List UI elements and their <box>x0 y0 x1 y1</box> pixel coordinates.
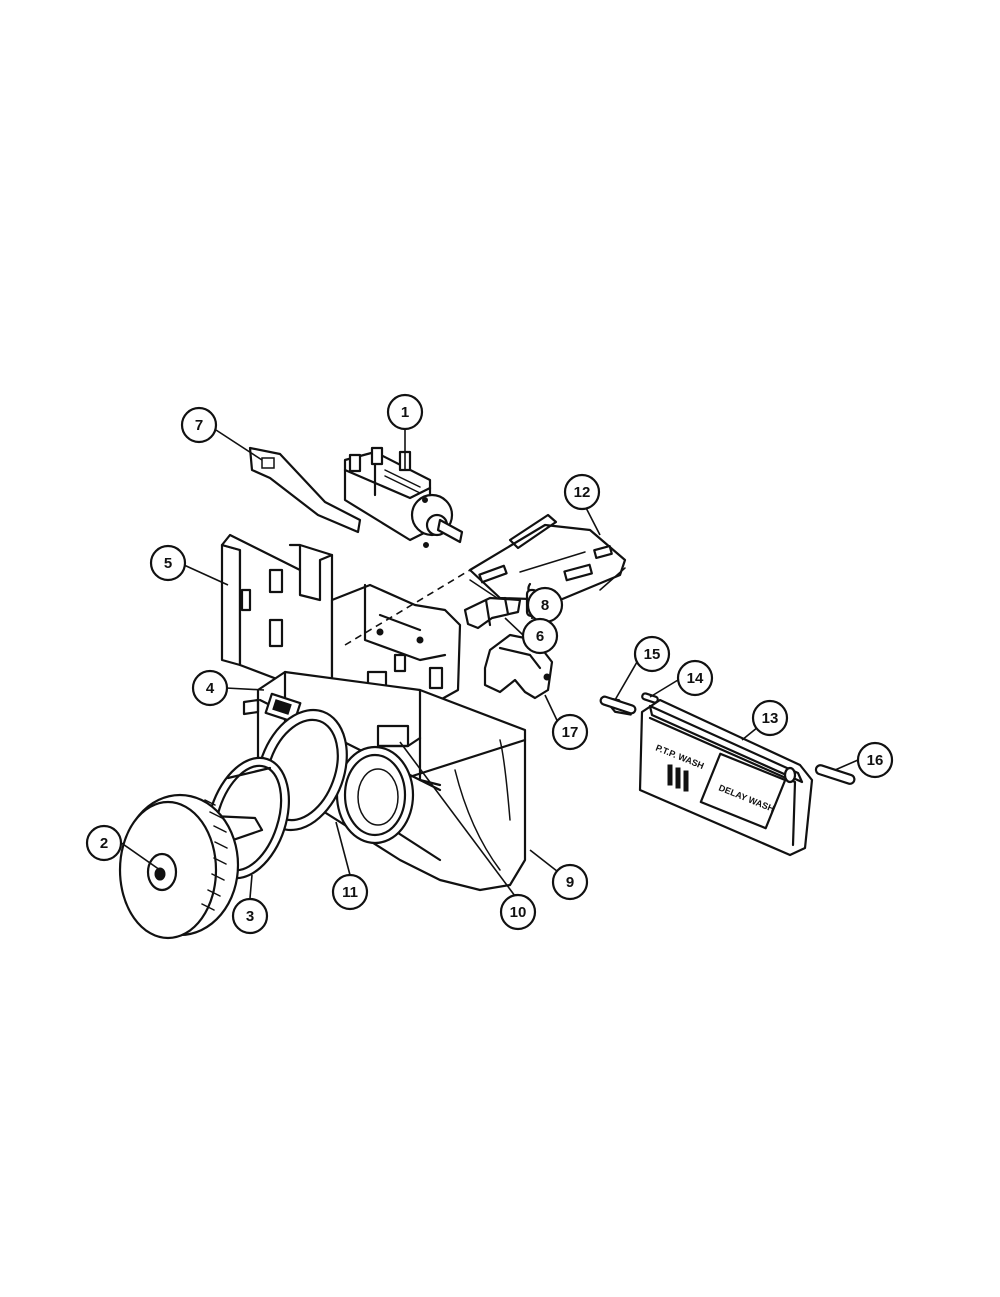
pin-14 <box>641 692 659 704</box>
callout-8: 8 <box>526 586 564 624</box>
callout-5: 5 <box>149 544 187 582</box>
pin-16 <box>814 764 856 785</box>
callout-9: 9 <box>551 863 589 901</box>
callout-17: 17 <box>551 713 589 751</box>
svg-text:6: 6 <box>536 628 544 645</box>
callout-7: 7 <box>180 406 218 444</box>
callout-15: 15 <box>633 635 671 673</box>
callout-10: 10 <box>499 893 537 931</box>
callout-4: 4 <box>191 669 229 707</box>
svg-text:16: 16 <box>867 752 884 769</box>
callout-1: 1 <box>386 393 424 431</box>
svg-text:12: 12 <box>574 484 591 501</box>
svg-text:1: 1 <box>401 404 409 421</box>
callout-6: 6 <box>521 617 559 655</box>
mounting-bracket <box>220 533 462 702</box>
lever <box>463 596 522 630</box>
pin-15 <box>599 695 637 716</box>
svg-text:4: 4 <box>206 680 215 697</box>
svg-text:15: 15 <box>644 646 661 663</box>
callout-14: 14 <box>676 659 714 697</box>
svg-text:3: 3 <box>246 908 254 925</box>
housing-opening <box>335 745 415 845</box>
svg-text:8: 8 <box>541 597 549 614</box>
svg-text:17: 17 <box>562 724 579 741</box>
actuator-arm <box>248 446 362 534</box>
svg-text:5: 5 <box>164 555 172 572</box>
knob <box>118 793 264 940</box>
callout-13: 13 <box>751 699 789 737</box>
callout-3: 3 <box>231 897 269 935</box>
callout-12: 12 <box>563 473 601 511</box>
cover-plate: P.T.P. WASH DELAY WASH <box>638 698 814 857</box>
svg-text:14: 14 <box>687 670 704 687</box>
callout-16: 16 <box>856 741 894 779</box>
svg-text:2: 2 <box>100 835 108 852</box>
svg-text:13: 13 <box>762 710 779 727</box>
svg-text:10: 10 <box>510 904 527 921</box>
callout-11: 11 <box>331 873 369 911</box>
svg-text:7: 7 <box>195 417 203 434</box>
switch <box>343 446 464 548</box>
rocker-button <box>242 692 302 724</box>
svg-text:9: 9 <box>566 874 574 891</box>
svg-text:11: 11 <box>342 884 358 901</box>
assembly-line <box>344 539 521 646</box>
housing-tab <box>376 724 422 748</box>
callout-2: 2 <box>85 824 123 862</box>
